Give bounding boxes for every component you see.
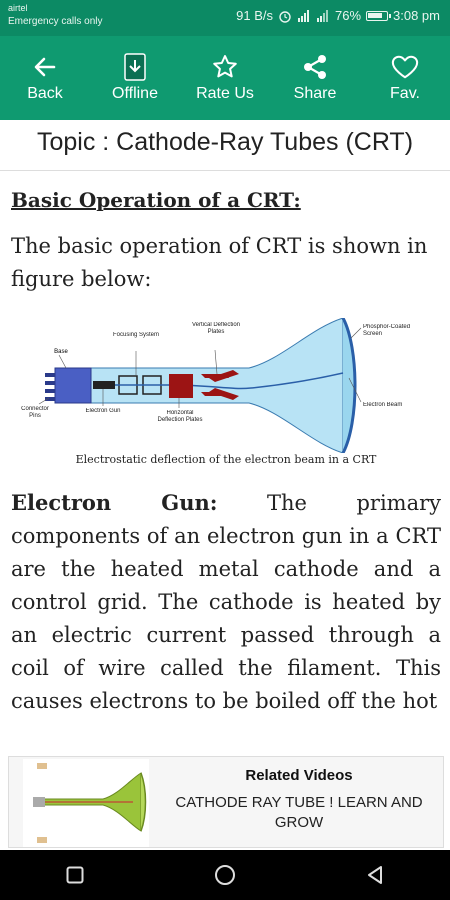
offline-button[interactable]: Offline xyxy=(95,36,175,120)
label-base: Base xyxy=(54,349,68,355)
emergency-text: Emergency calls only xyxy=(8,16,103,27)
clock: 3:08 pm xyxy=(393,8,440,23)
battery-icon xyxy=(366,10,392,21)
triangle-back-icon xyxy=(368,866,382,884)
rate-button[interactable]: Rate Us xyxy=(185,36,265,120)
related-videos-banner[interactable]: Related Videos CATHODE RAY TUBE ! LEARN … xyxy=(8,756,444,848)
related-videos-heading: Related Videos xyxy=(245,767,353,784)
article-content: Basic Operation of a CRT: The basic oper… xyxy=(11,180,441,718)
label-vertical: Vertical Deflection Plates xyxy=(191,322,241,335)
signal-icon-2 xyxy=(316,9,328,22)
action-toolbar: Back Offline Rate Us Share Fav. xyxy=(0,36,450,120)
electron-beam-line xyxy=(115,372,344,390)
alarm-icon xyxy=(279,10,291,23)
fav-button[interactable]: Fav. xyxy=(365,36,445,120)
square-icon xyxy=(66,866,84,884)
share-button[interactable]: Share xyxy=(275,36,355,120)
crt-diagram: Base Focusing System Vertical Deflection… xyxy=(11,317,441,468)
recent-apps-button[interactable] xyxy=(45,850,105,900)
label-focusing: Focusing System xyxy=(112,332,160,338)
topic-divider xyxy=(0,170,450,171)
battery-percent: 76% xyxy=(334,8,362,23)
arrow-left-icon xyxy=(31,53,59,81)
circle-icon xyxy=(215,865,235,885)
share-label: Share xyxy=(293,85,337,102)
offline-label: Offline xyxy=(112,85,158,102)
back-button[interactable]: Back xyxy=(5,36,85,120)
electron-gun-title: Electron Gun: xyxy=(11,490,218,515)
electron-gun-paragraph: Electron Gun: The primary components of … xyxy=(11,486,441,718)
topic-title: Topic : Cathode-Ray Tubes (CRT) xyxy=(36,128,414,156)
network-speed: 91 B/s xyxy=(236,8,273,23)
section-title: Basic Operation of a CRT: xyxy=(11,188,301,212)
rate-label: Rate Us xyxy=(196,85,254,102)
related-video-title[interactable]: CATHODE RAY TUBE ! LEARN AND GROW xyxy=(175,794,423,831)
download-file-icon xyxy=(121,53,149,81)
label-connector: Connector Pins xyxy=(21,406,49,419)
heart-icon xyxy=(391,53,419,81)
label-beam: Electron Beam xyxy=(363,402,403,408)
base-block xyxy=(54,367,92,404)
video-thumbnail[interactable] xyxy=(23,759,149,847)
share-icon xyxy=(301,53,329,81)
signal-icon xyxy=(297,9,309,22)
star-icon xyxy=(211,53,239,81)
label-horizontal: Horizontal Deflection Plates xyxy=(157,410,203,423)
nav-back-button[interactable] xyxy=(345,850,405,900)
figure-caption: Electrostatic deflection of the electron… xyxy=(75,453,377,466)
status-bar: airtel Emergency calls only 91 B/s 76% 3… xyxy=(0,0,450,36)
back-label: Back xyxy=(27,85,63,102)
system-nav-bar xyxy=(0,850,450,900)
electron-gun-text: The primary components of an electron gu… xyxy=(11,491,441,713)
status-right: 91 B/s 76% 3:08 pm xyxy=(236,8,440,23)
crt-diagram-svg: Base Focusing System Vertical Deflection… xyxy=(21,317,411,454)
carrier-name: airtel xyxy=(8,3,28,13)
home-button[interactable] xyxy=(195,850,255,900)
fav-label: Fav. xyxy=(390,85,420,102)
label-phosphor: Phosphor-Coated Screen xyxy=(363,324,411,337)
intro-paragraph: The basic operation of CRT is shown in f… xyxy=(11,234,428,291)
label-gun: Electron Gun xyxy=(85,408,121,414)
